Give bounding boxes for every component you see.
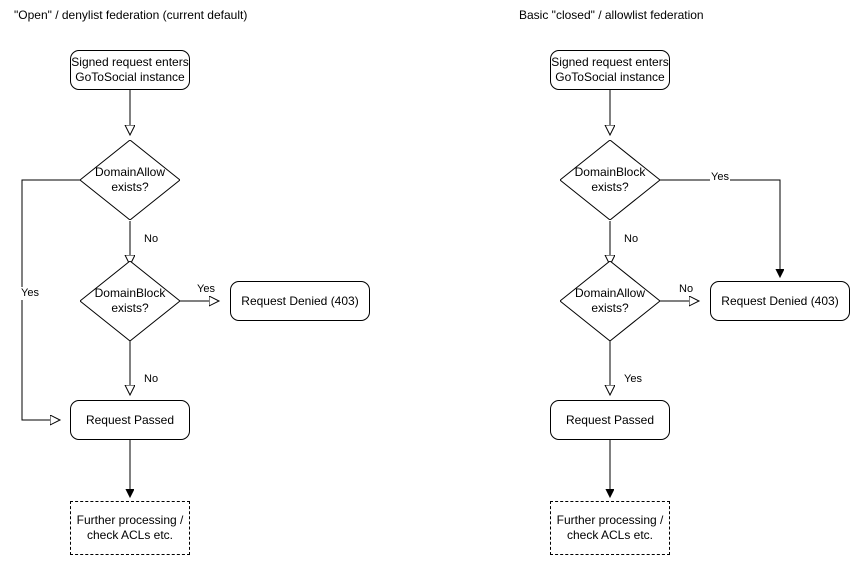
- diamond-shape: [560, 261, 660, 341]
- node-label: Request Passed: [565, 412, 655, 427]
- node-request-denied-right: Request Denied (403): [710, 281, 850, 321]
- node-domainblock-decision-right: DomainBlock exists?: [560, 140, 660, 220]
- node-label: DomainAllow exists?: [574, 286, 646, 315]
- diamond-shape: [80, 140, 180, 220]
- node-label: Request Passed: [85, 412, 175, 427]
- node-label: DomainBlock exists?: [574, 165, 646, 194]
- edge-label-allow-yes-left: Yes: [20, 287, 40, 300]
- edge-label-block-no-left: No: [143, 373, 160, 386]
- node-signed-request-entry-right: Signed request enters GoToSocial instanc…: [550, 50, 670, 90]
- edge-label-block-no-right: No: [623, 233, 640, 246]
- node-label: Signed request enters GoToSocial instanc…: [551, 55, 669, 84]
- node-label: DomainBlock exists?: [94, 286, 166, 315]
- edge-label-block-yes-right: Yes: [710, 171, 730, 184]
- panel-title-open-denylist: "Open" / denylist federation (current de…: [14, 8, 248, 22]
- node-label: Further processing / check ACLs etc.: [76, 513, 184, 542]
- node-request-passed-left: Request Passed: [70, 400, 190, 440]
- node-signed-request-entry-left: Signed request enters GoToSocial instanc…: [70, 50, 190, 90]
- node-domainallow-decision-left: DomainAllow exists?: [80, 140, 180, 220]
- node-label: Further processing / check ACLs etc.: [556, 513, 664, 542]
- node-request-denied-left: Request Denied (403): [230, 281, 370, 321]
- panel-title-closed-allowlist: Basic "closed" / allowlist federation: [519, 8, 704, 22]
- node-domainallow-decision-right: DomainAllow exists?: [560, 261, 660, 341]
- diamond-shape: [80, 261, 180, 341]
- node-domainblock-decision-left: DomainBlock exists?: [80, 261, 180, 341]
- edge-label-allow-no-right: No: [678, 283, 695, 296]
- edge-label-allow-yes-right: Yes: [623, 373, 643, 386]
- diamond-shape: [560, 140, 660, 220]
- node-label: Request Denied (403): [241, 293, 359, 308]
- node-further-processing-left: Further processing / check ACLs etc.: [70, 501, 190, 555]
- node-label: DomainAllow exists?: [94, 165, 166, 194]
- node-label: Signed request enters GoToSocial instanc…: [71, 55, 189, 84]
- edge-label-allow-no-left: No: [143, 233, 160, 246]
- node-label: Request Denied (403): [721, 293, 839, 308]
- node-request-passed-right: Request Passed: [550, 400, 670, 440]
- node-further-processing-right: Further processing / check ACLs etc.: [550, 501, 670, 555]
- edge-label-block-yes-left: Yes: [196, 283, 216, 296]
